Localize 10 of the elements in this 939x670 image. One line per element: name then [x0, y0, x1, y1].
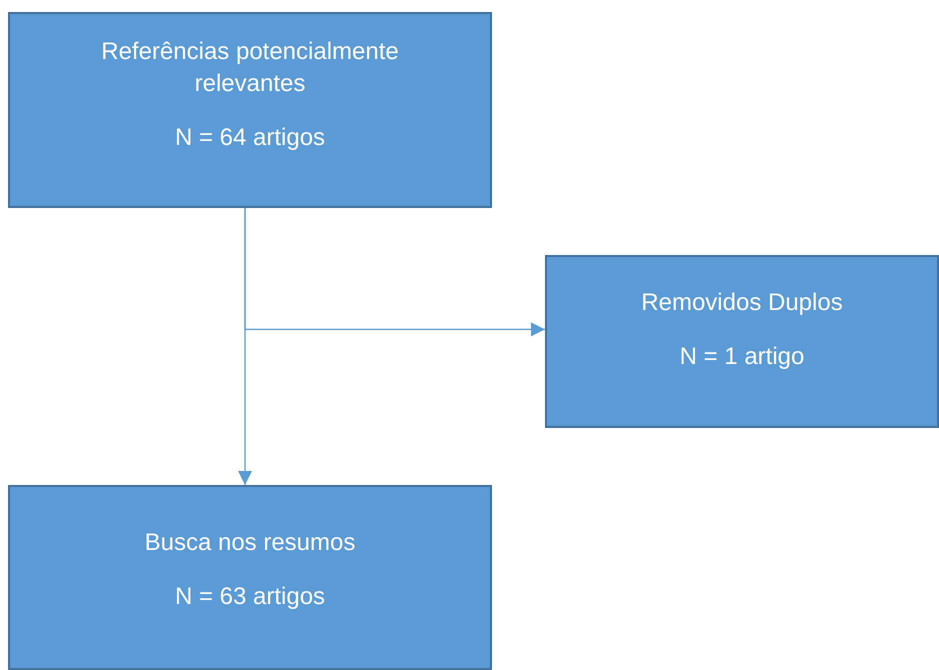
process-box — [8, 485, 492, 670]
box-text: Busca nos resumos — [144, 528, 356, 558]
connector-arrow — [244, 208, 545, 336]
box-text: Removidos Duplos — [641, 288, 843, 318]
box-text: N = 64 artigos — [174, 123, 326, 153]
box-text: Referências potencialmente relevantes — [100, 37, 400, 99]
box-text: N = 1 artigo — [680, 342, 804, 372]
process-box — [545, 255, 939, 428]
box-text: N = 63 artigos — [174, 582, 326, 612]
process-box — [8, 12, 492, 208]
